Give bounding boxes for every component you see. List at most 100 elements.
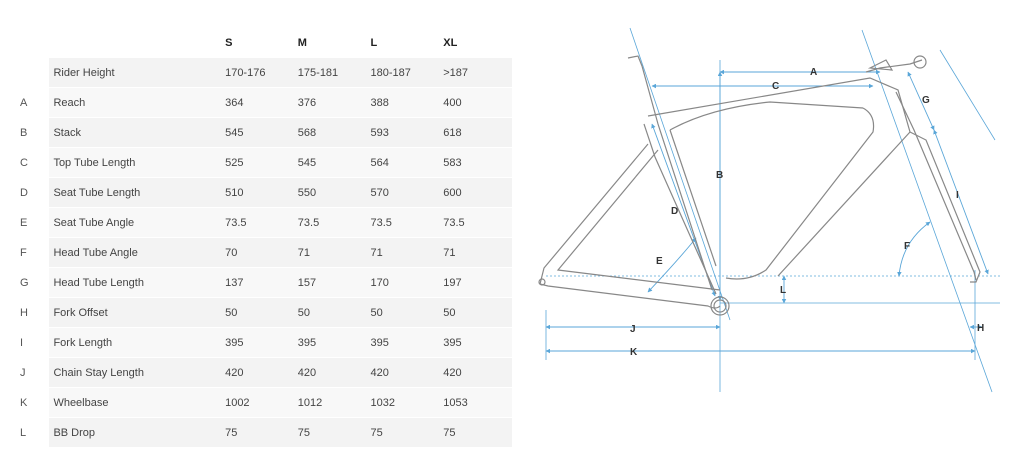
row-value-m: 73.5 bbox=[293, 207, 367, 238]
row-value-l: 170 bbox=[366, 267, 440, 298]
dimension-f-arc bbox=[897, 221, 931, 277]
row-measurement-name: Wheelbase bbox=[49, 387, 222, 418]
label-i: I bbox=[956, 190, 959, 201]
row-value-xl: 618 bbox=[439, 117, 512, 148]
dimension-arrows bbox=[545, 69, 989, 354]
row-value-s: 510 bbox=[221, 177, 294, 208]
row-letter: E bbox=[16, 207, 50, 238]
label-j: J bbox=[630, 324, 636, 335]
row-value-s: 73.5 bbox=[221, 207, 294, 238]
row-value-s: 70 bbox=[221, 237, 294, 268]
label-f: F bbox=[904, 241, 910, 252]
row-letter: F bbox=[16, 237, 50, 268]
row-value-m: 157 bbox=[293, 267, 367, 298]
label-e: E bbox=[656, 256, 663, 267]
row-value-m: 550 bbox=[293, 177, 367, 208]
row-measurement-name: Stack bbox=[49, 117, 222, 148]
label-a: A bbox=[810, 67, 817, 78]
row-measurement-name: Top Tube Length bbox=[49, 147, 222, 178]
row-value-xl: 395 bbox=[439, 327, 512, 358]
row-value-s: 50 bbox=[221, 297, 294, 328]
row-measurement-name: BB Drop bbox=[49, 417, 222, 448]
row-value-m: 545 bbox=[293, 147, 367, 178]
row-measurement-name: Fork Offset bbox=[49, 297, 222, 328]
header-letter-cell bbox=[16, 28, 49, 58]
row-value-xl: 400 bbox=[439, 87, 512, 118]
label-d: D bbox=[671, 206, 678, 217]
row-value-m: 420 bbox=[293, 357, 367, 388]
row-value-xl: >187 bbox=[439, 58, 512, 88]
dimension-labels: A C B D E F G I L J K H bbox=[630, 67, 984, 358]
row-value-s: 395 bbox=[221, 327, 294, 358]
row-value-l: 180-187 bbox=[366, 58, 440, 88]
row-measurement-name: Chain Stay Length bbox=[49, 357, 222, 388]
label-h: H bbox=[977, 323, 984, 334]
row-value-l: 75 bbox=[366, 417, 440, 448]
row-value-m: 376 bbox=[293, 87, 367, 118]
row-value-s: 525 bbox=[221, 147, 294, 178]
row-letter: B bbox=[16, 117, 50, 148]
size-header-xl: XL bbox=[443, 37, 458, 49]
seat-stay-outline bbox=[539, 143, 649, 285]
row-value-l: 395 bbox=[366, 327, 440, 358]
row-value-l: 570 bbox=[366, 177, 440, 208]
size-header-m: M bbox=[297, 37, 307, 49]
row-letter bbox=[16, 58, 50, 88]
row-value-m: 175-181 bbox=[293, 58, 367, 88]
row-value-m: 1012 bbox=[293, 387, 367, 418]
row-measurement-name: Head Tube Angle bbox=[49, 237, 222, 268]
row-value-m: 75 bbox=[293, 417, 367, 448]
size-header-s: S bbox=[225, 37, 233, 49]
row-value-m: 395 bbox=[293, 327, 367, 358]
row-value-m: 71 bbox=[293, 237, 367, 268]
down-tube-outline bbox=[725, 107, 875, 280]
chain-stay-outline bbox=[539, 283, 721, 309]
row-value-s: 137 bbox=[221, 267, 294, 298]
row-measurement-name: Fork Length bbox=[49, 327, 222, 358]
row-value-l: 1032 bbox=[366, 387, 440, 418]
row-letter: H bbox=[16, 297, 50, 328]
bike-frame bbox=[538, 55, 981, 316]
row-value-l: 593 bbox=[366, 117, 440, 148]
row-value-xl: 420 bbox=[439, 357, 512, 388]
frame-geometry-diagram: A C B D E F G I L J K H bbox=[538, 27, 1000, 393]
label-l: L bbox=[780, 285, 786, 296]
row-value-xl: 73.5 bbox=[439, 207, 512, 238]
label-g: G bbox=[922, 95, 930, 106]
row-value-l: 73.5 bbox=[366, 207, 440, 238]
label-b: B bbox=[716, 170, 723, 181]
top-tube-outline bbox=[647, 77, 911, 133]
row-value-l: 564 bbox=[366, 147, 440, 178]
row-value-xl: 75 bbox=[439, 417, 512, 448]
row-value-s: 364 bbox=[221, 87, 294, 118]
size-header-row: S M L XL bbox=[16, 28, 512, 58]
row-measurement-name: Head Tube Length bbox=[49, 267, 222, 298]
row-value-l: 71 bbox=[366, 237, 440, 268]
row-letter: J bbox=[16, 357, 50, 388]
row-value-xl: 600 bbox=[439, 177, 512, 208]
label-k: K bbox=[630, 347, 638, 358]
row-letter: A bbox=[16, 87, 50, 118]
size-header-l: L bbox=[370, 37, 378, 49]
head-tube-outline bbox=[865, 59, 923, 73]
row-value-l: 420 bbox=[366, 357, 440, 388]
header-name-cell bbox=[49, 28, 221, 58]
row-letter: L bbox=[16, 417, 50, 448]
row-value-xl: 50 bbox=[439, 297, 512, 328]
row-value-s: 420 bbox=[221, 357, 294, 388]
seat-tube-outline bbox=[627, 55, 713, 291]
row-value-m: 50 bbox=[293, 297, 367, 328]
dimension-g-arrow bbox=[907, 71, 935, 131]
